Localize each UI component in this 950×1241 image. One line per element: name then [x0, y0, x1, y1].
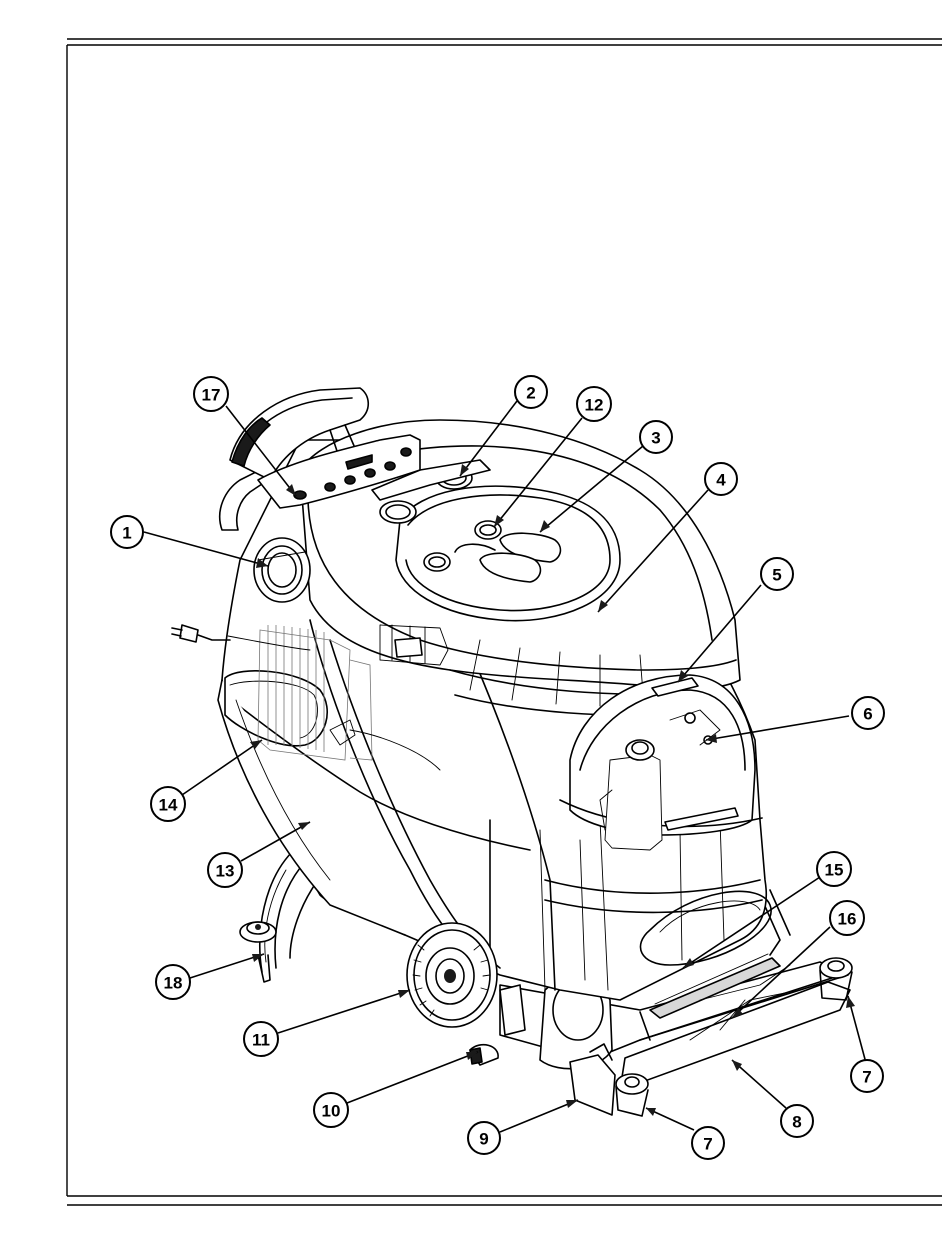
scrubber-machine-drawing	[172, 388, 852, 1116]
callout-18: 18	[156, 965, 190, 999]
callout-11-label: 11	[252, 1031, 270, 1050]
callout-2: 2	[515, 376, 547, 408]
callout-9: 9	[468, 1122, 500, 1154]
callout-3: 3	[640, 421, 672, 453]
callout-6: 6	[852, 697, 884, 729]
callout-5-label: 5	[772, 566, 781, 585]
callout-17-label: 17	[202, 386, 221, 405]
recovery-dial	[254, 538, 310, 602]
callout-14-label: 14	[159, 796, 178, 815]
callout-16: 16	[830, 901, 864, 935]
callout-8-label: 8	[792, 1113, 801, 1132]
callout-1-label: 1	[122, 524, 131, 543]
callout-1: 1	[111, 516, 143, 548]
callout-17: 17	[194, 377, 228, 411]
callout-7-left-label: 7	[703, 1135, 712, 1154]
callout-8: 8	[781, 1105, 813, 1137]
callout-12: 12	[577, 387, 611, 421]
callout-6-label: 6	[863, 705, 872, 724]
callout-5: 5	[761, 558, 793, 590]
callout-2-label: 2	[526, 384, 535, 403]
callout-15-label: 15	[825, 861, 844, 880]
callout-11: 11	[244, 1022, 278, 1056]
callout-9-label: 9	[479, 1130, 488, 1149]
callout-13-label: 13	[216, 862, 235, 881]
callout-7-left: 7	[692, 1127, 724, 1159]
callout-7-right-label: 7	[862, 1068, 871, 1087]
callout-10: 10	[314, 1093, 348, 1127]
callout-4: 4	[705, 463, 737, 495]
callout-7-right: 7	[851, 1060, 883, 1092]
callout-15: 15	[817, 852, 851, 886]
callout-13: 13	[208, 853, 242, 887]
callout-18-label: 18	[164, 974, 183, 993]
callout-12-label: 12	[585, 396, 604, 415]
callout-16-label: 16	[838, 910, 857, 929]
callout-10-label: 10	[322, 1102, 341, 1121]
callout-3-label: 3	[651, 429, 660, 448]
callout-4-label: 4	[716, 471, 726, 490]
rear-wheel	[407, 923, 497, 1027]
callout-14: 14	[151, 787, 185, 821]
